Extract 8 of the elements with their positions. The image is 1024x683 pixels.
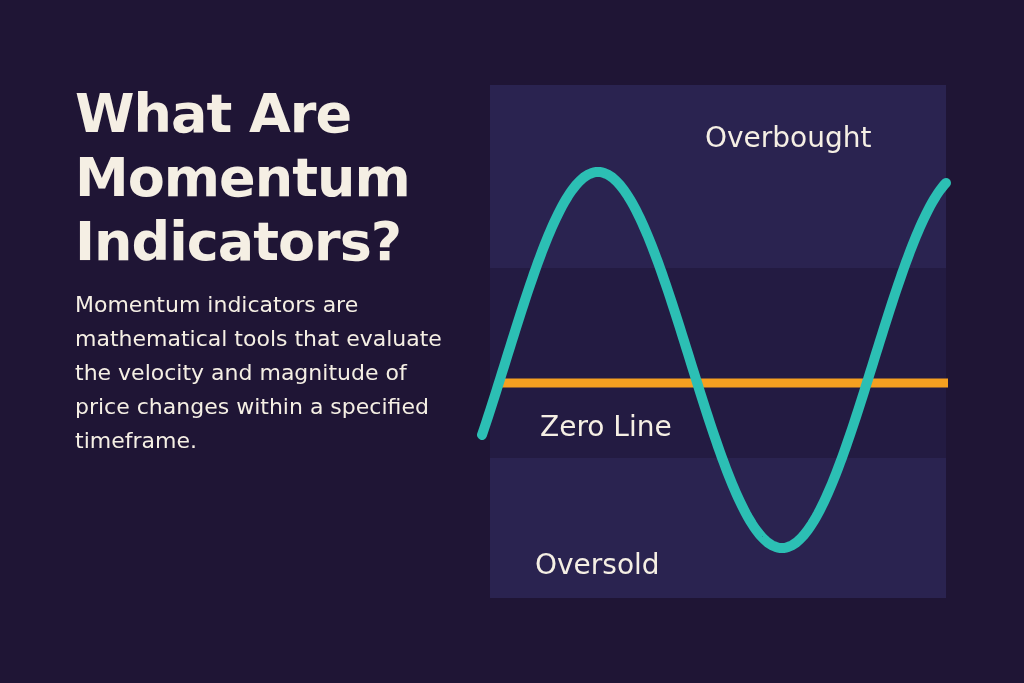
zone-label: Overbought bbox=[705, 121, 872, 154]
zone-label: Oversold bbox=[535, 548, 660, 581]
heading: What Are Momentum Indicators? bbox=[75, 82, 411, 274]
chart-band bbox=[490, 85, 946, 268]
chart-band bbox=[490, 268, 946, 458]
chart-band bbox=[490, 458, 946, 598]
description-paragraph: Momentum indicators are mathematical tools that evaluate the velocity and magnitude of price changes within a specified timeframe. bbox=[75, 291, 443, 455]
zone-label: Zero Line bbox=[540, 410, 672, 443]
